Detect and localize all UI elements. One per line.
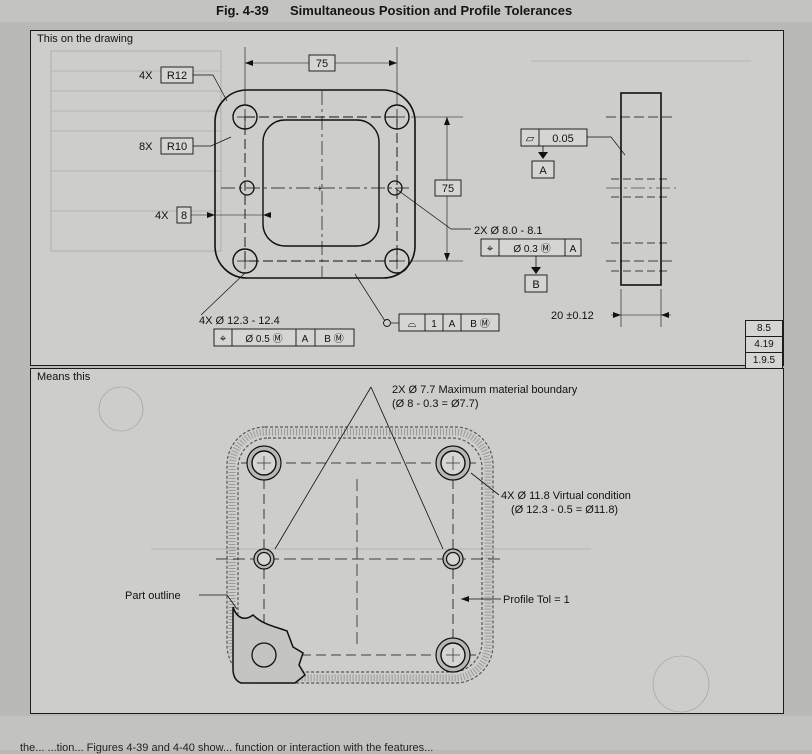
thickness-dimension: 20 ±0.12 — [551, 310, 594, 322]
wall-width: 8 — [181, 210, 187, 222]
part-outline-cutaway — [232, 606, 306, 684]
profile-zone-inner — [237, 437, 483, 673]
svg-text:B Ⓜ: B Ⓜ — [324, 333, 343, 345]
datum-b-label: B — [532, 279, 539, 291]
meaning-panel-caption: Means this — [37, 371, 91, 383]
svg-text:⌖: ⌖ — [220, 333, 226, 345]
svg-text:+: + — [317, 184, 323, 195]
large-hole-control-frame: ⌖ Ø 0.5 Ⓜ A B Ⓜ — [213, 328, 355, 347]
svg-text:Ø 0.3 Ⓜ: Ø 0.3 Ⓜ — [513, 243, 550, 255]
virtual-hole-br — [435, 637, 471, 673]
boundary-hole-right — [442, 548, 464, 570]
width-dimension: 75 — [316, 58, 328, 70]
svg-text:A: A — [449, 319, 456, 330]
small-hole-spec: 2X Ø 8.0 - 8.1 — [474, 225, 542, 237]
corner-radius-count: 4X — [139, 70, 153, 82]
figure-number: Fig. 4-39 — [216, 3, 269, 18]
drawing-panel-caption: This on the drawing — [37, 33, 133, 45]
flatness-control-frame: ▱ 0.05 — [520, 128, 588, 147]
boundary-line2: (Ø 8 - 0.3 = Ø7.7) — [392, 398, 479, 410]
height-dimension: 75 — [442, 183, 454, 195]
inner-radius-count: 8X — [139, 141, 153, 153]
hole-pattern-dashed — [244, 116, 398, 262]
svg-text:▱: ▱ — [526, 133, 535, 145]
plate-outline — [214, 89, 416, 279]
profile-zone-outer — [226, 426, 494, 684]
ref-box-3: 1.9.5 — [745, 352, 783, 369]
meaning-panel: Means this — [30, 368, 784, 714]
virtual-line1: 4X Ø 11.8 Virtual condition — [501, 490, 631, 502]
ref-box-2: 4.19 — [745, 336, 783, 353]
svg-text:A: A — [570, 244, 577, 255]
body-text-line: the... ...tion... Figures 4-39 and 4-40 … — [20, 742, 434, 754]
virtual-line2: (Ø 12.3 - 0.5 = Ø11.8) — [511, 504, 618, 516]
ref-box-1: 8.5 — [745, 320, 783, 337]
plate-pocket — [262, 119, 380, 247]
virtual-hole-tl — [246, 445, 282, 481]
corner-hole-br — [384, 248, 410, 274]
profile-control-frame: ⌓ 1 A B Ⓜ — [398, 313, 500, 332]
boundary-hole-left — [253, 548, 275, 570]
large-hole-spec: 4X Ø 12.3 - 12.4 — [199, 315, 280, 327]
figure-title: Simultaneous Position and Profile Tolera… — [290, 3, 573, 18]
drawing-panel: This on the drawing + — [30, 30, 784, 366]
side-hole-left — [239, 180, 255, 196]
wall-count: 4X — [155, 210, 169, 222]
side-view — [606, 92, 676, 286]
corner-radius: R12 — [167, 70, 187, 82]
svg-text:A: A — [302, 334, 309, 345]
boundary-line1: 2X Ø 7.7 Maximum material boundary — [392, 384, 578, 396]
virtual-hole-tr — [435, 445, 471, 481]
drawing-svg: + 75 75 4X R12 — [50, 47, 751, 347]
svg-text:1: 1 — [431, 319, 437, 330]
bleed-through-artifacts — [98, 386, 710, 713]
svg-text:⌓: ⌓ — [408, 318, 417, 330]
meaning-svg: 2X Ø 7.7 Maximum material boundary (Ø 8 … — [98, 384, 710, 713]
figure-title-bar: Fig. 4-39 Simultaneous Position and Prof… — [0, 0, 812, 22]
page-body-text: the... ...tion... Figures 4-39 and 4-40 … — [0, 716, 812, 754]
datum-a-label: A — [539, 165, 547, 177]
svg-text:0.05: 0.05 — [552, 133, 573, 145]
svg-text:B Ⓜ: B Ⓜ — [470, 318, 489, 330]
profile-tol-label: Profile Tol = 1 — [503, 594, 570, 606]
profile-zone-fill — [228, 428, 492, 682]
part-outline-label: Part outline — [125, 590, 181, 602]
inner-radius: R10 — [167, 141, 187, 153]
svg-text:Ø 0.5 Ⓜ: Ø 0.5 Ⓜ — [245, 333, 282, 345]
side-hole-right — [387, 180, 403, 196]
bleed-through-artifacts — [50, 50, 751, 252]
small-hole-control-frame: ⌖ Ø 0.3 Ⓜ A — [480, 238, 582, 257]
svg-text:⌖: ⌖ — [487, 243, 493, 255]
